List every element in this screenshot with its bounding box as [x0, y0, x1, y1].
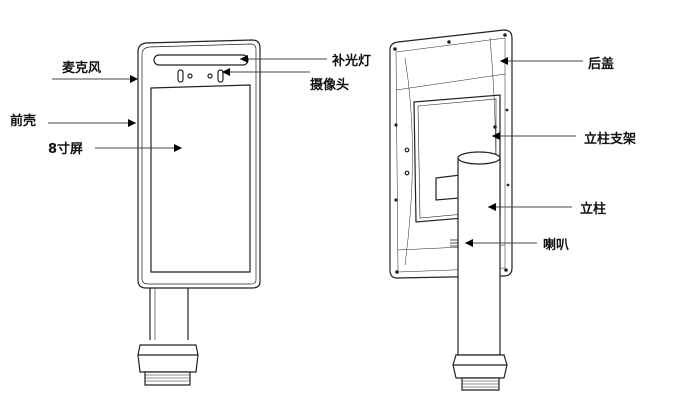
label-fill-light: 补光灯: [332, 54, 372, 69]
label-speaker: 喇叭: [543, 238, 570, 253]
front-shell: [137, 39, 261, 289]
front-base-thread: [144, 371, 191, 386]
label-microphone: 麦克风: [62, 61, 102, 76]
label-front-shell: 前壳: [10, 114, 37, 129]
back-pole: [457, 158, 501, 356]
front-device: [137, 39, 261, 386]
label-pole-bracket: 立柱支架: [584, 132, 637, 147]
label-pole: 立柱: [580, 202, 607, 217]
front-pole: [149, 285, 189, 340]
camera-ir-right: [217, 69, 224, 83]
camera-ir-left: [177, 69, 184, 83]
back-base-nut: [452, 354, 508, 379]
fill-light-bar: [153, 54, 249, 66]
label-camera: 摄像头: [310, 78, 350, 93]
label-screen: 8寸屏: [48, 142, 84, 157]
front-screen: [150, 84, 251, 273]
front-base-nut: [137, 344, 199, 373]
label-back-cover: 后盖: [588, 57, 615, 72]
back-device: [389, 29, 513, 391]
